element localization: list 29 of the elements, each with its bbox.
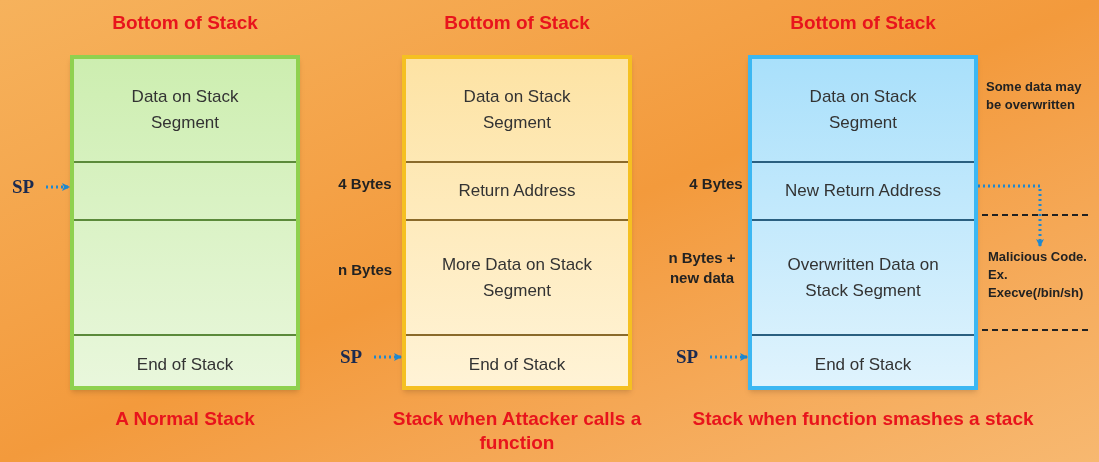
stack-pointer-label: SP xyxy=(676,345,699,369)
size-label: 4 Bytes xyxy=(337,174,393,194)
dotted-arrow xyxy=(46,183,70,191)
stack-cell: More Data on Stack Segment xyxy=(406,219,628,334)
dotted-arrow xyxy=(374,353,402,361)
size-label: n Bytes xyxy=(336,260,394,280)
size-label: n Bytes + new data xyxy=(667,248,737,288)
stack-heading: Bottom of Stack xyxy=(790,11,936,35)
malicious-code-note: Malicious Code. Ex. Execve(/bin/sh) xyxy=(988,248,1098,302)
stack-cell: Data on Stack Segment xyxy=(74,59,296,161)
stack-heading: Bottom of Stack xyxy=(112,11,258,35)
stack-heading: Bottom of Stack xyxy=(444,11,590,35)
stack-caption: Stack when Attacker calls a function xyxy=(391,407,643,455)
stack-caption: A Normal Stack xyxy=(114,407,256,431)
stack-cell: End of Stack xyxy=(406,334,628,394)
stack-cell: End of Stack xyxy=(74,334,296,394)
stack-cell: Data on Stack Segment xyxy=(406,59,628,161)
stack-pointer-label: SP xyxy=(340,345,363,369)
stack-cell: Return Address xyxy=(406,161,628,219)
stack-caption: Stack when function smashes a stack xyxy=(691,407,1035,431)
stack-cell: Overwritten Data on Stack Segment xyxy=(752,219,974,334)
stack-cell: End of Stack xyxy=(752,334,974,394)
stack-cell: New Return Address xyxy=(752,161,974,219)
stack-cell: Data on Stack Segment xyxy=(752,59,974,161)
dotted-arrow xyxy=(978,184,1044,247)
stack-pointer-label: SP xyxy=(12,175,35,199)
note-text: Some data may be overwritten xyxy=(986,78,1083,114)
size-label: 4 Bytes xyxy=(688,174,744,194)
dotted-arrow xyxy=(710,353,748,361)
